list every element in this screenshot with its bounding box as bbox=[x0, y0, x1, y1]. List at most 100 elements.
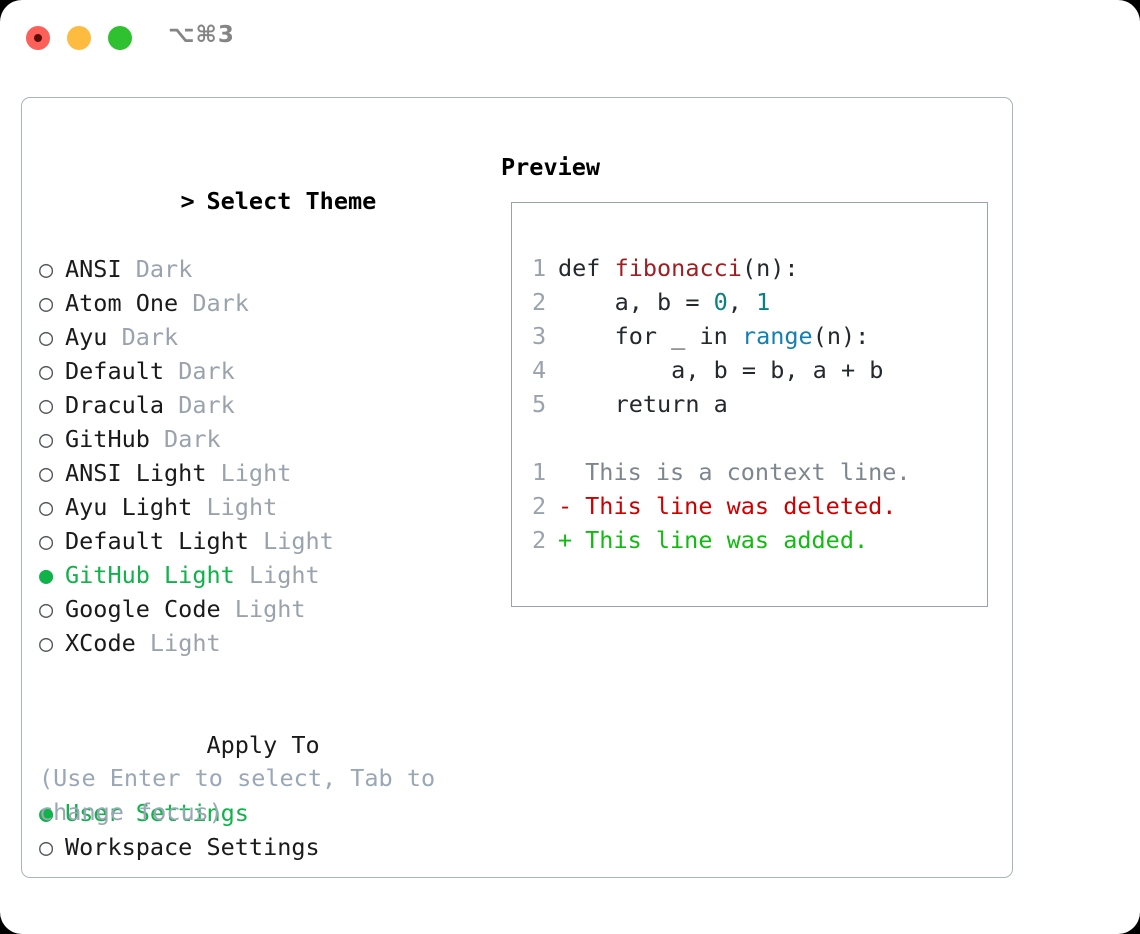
traffic-light-buttons bbox=[26, 26, 132, 50]
radio-unselected-icon[interactable]: ○ bbox=[39, 833, 54, 861]
apply-to-heading: Apply To bbox=[39, 694, 479, 796]
theme-list-item[interactable]: ○Atom One Dark bbox=[39, 286, 479, 320]
theme-name-label: Default Light bbox=[65, 527, 249, 555]
code-line-number: 1 bbox=[532, 254, 547, 282]
theme-list-item[interactable]: ○ANSI Light Light bbox=[39, 456, 479, 490]
theme-list-item[interactable]: ○ Default Light Light bbox=[39, 524, 479, 558]
radio-selected-icon[interactable]: ● bbox=[39, 799, 54, 827]
diff-line: 1 This is a context line. bbox=[532, 455, 911, 489]
diff-text: This line was deleted. bbox=[571, 492, 897, 520]
label-space bbox=[136, 629, 150, 657]
theme-variant-label: Light bbox=[263, 527, 334, 555]
theme-list-item[interactable]: ○ XCode Light bbox=[39, 626, 479, 660]
code-token-plain: a, b = b, a + b bbox=[558, 356, 884, 384]
theme-name-label: Default bbox=[65, 357, 165, 385]
keyboard-hint-text: (Use Enter to select, Tab to change focu… bbox=[39, 764, 436, 826]
theme-selector-column: >Select Theme ○ANSI Dark○Atom One Dark○A… bbox=[39, 150, 479, 864]
diff-preview: 1 This is a context line.2- This line wa… bbox=[532, 455, 911, 557]
apply-to-option[interactable]: ● User Settings bbox=[39, 796, 479, 830]
diff-sign: + bbox=[558, 526, 573, 554]
close-window-icon[interactable] bbox=[26, 26, 50, 50]
radio-unselected-icon[interactable]: ○ bbox=[39, 595, 54, 623]
radio-unselected-icon[interactable]: ○ bbox=[39, 527, 54, 555]
theme-variant-label: Dark bbox=[135, 255, 193, 283]
theme-list-item[interactable]: ● GitHub Light Light bbox=[39, 558, 479, 592]
label-space bbox=[249, 527, 263, 555]
code-token-num: 1 bbox=[756, 288, 771, 316]
code-line-number: 4 bbox=[532, 356, 547, 384]
code-token-plain: a, b = bbox=[558, 288, 714, 316]
theme-name-label: XCode bbox=[65, 629, 136, 657]
label-space bbox=[122, 255, 136, 283]
label-space bbox=[107, 323, 121, 351]
theme-name-label: GitHub bbox=[65, 425, 150, 453]
zoom-window-icon[interactable] bbox=[108, 26, 132, 50]
diff-line: 2+ This line was added. bbox=[532, 523, 911, 557]
theme-variant-label: Dark bbox=[164, 425, 221, 453]
radio-unselected-icon[interactable]: ○ bbox=[39, 425, 54, 453]
keyboard-shortcut-label: ⌥⌘3 bbox=[168, 22, 235, 48]
code-token-plain: (n): bbox=[812, 322, 870, 350]
code-line: 5 return a bbox=[532, 387, 883, 421]
select-theme-heading: >Select Theme bbox=[39, 150, 479, 252]
radio-unselected-icon[interactable]: ○ bbox=[39, 459, 54, 487]
theme-variant-label: Light bbox=[220, 459, 292, 487]
theme-list-item[interactable]: ○Google Code Light bbox=[39, 592, 479, 626]
diff-line: 2- This line was deleted. bbox=[532, 489, 911, 523]
label-space bbox=[206, 459, 220, 487]
diff-line-number: 1 bbox=[532, 458, 547, 486]
diff-sign bbox=[558, 455, 571, 489]
radio-unselected-icon[interactable]: ○ bbox=[39, 323, 54, 351]
diff-text: This is a context line. bbox=[571, 458, 911, 486]
code-line-number: 2 bbox=[532, 288, 547, 316]
apply-to-option[interactable]: ○ Workspace Settings bbox=[39, 830, 479, 864]
apply-to-marker-spacer bbox=[180, 728, 206, 762]
code-token-num: 0 bbox=[713, 288, 728, 316]
theme-variant-label: Light bbox=[234, 595, 306, 623]
theme-name-label: ANSI bbox=[65, 255, 122, 283]
theme-name-label: Atom One bbox=[65, 289, 179, 317]
theme-name-label: Ayu Light bbox=[65, 493, 193, 521]
preview-heading: Preview bbox=[501, 153, 601, 181]
radio-unselected-icon[interactable]: ○ bbox=[39, 391, 54, 419]
radio-unselected-icon[interactable]: ○ bbox=[39, 493, 54, 521]
theme-variant-label: Light bbox=[149, 629, 221, 657]
theme-list-item[interactable]: ○ Ayu Dark bbox=[39, 320, 479, 354]
theme-list-item[interactable]: ○Ayu Light Light bbox=[39, 490, 479, 524]
radio-unselected-icon[interactable]: ○ bbox=[39, 629, 54, 657]
apply-to-option-label: Workspace Settings bbox=[65, 833, 320, 861]
code-line-number: 3 bbox=[532, 322, 547, 350]
apply-to-title: Apply To bbox=[206, 731, 320, 759]
theme-list-item[interactable]: ○ ANSI Dark bbox=[39, 252, 479, 286]
code-token-plain: return a bbox=[558, 390, 728, 418]
code-token-plain: for _ in bbox=[558, 322, 742, 350]
code-token-kw: def bbox=[558, 254, 615, 282]
code-line: 2 a, b = 0, 1 bbox=[532, 285, 883, 319]
radio-unselected-icon[interactable]: ○ bbox=[39, 289, 54, 317]
theme-list-item[interactable]: ○ Default Dark bbox=[39, 354, 479, 388]
theme-name-label: Dracula bbox=[65, 391, 165, 419]
main-panel: >Select Theme ○ANSI Dark○Atom One Dark○A… bbox=[21, 97, 1013, 878]
label-space bbox=[164, 357, 178, 385]
diff-text: This line was added. bbox=[571, 526, 869, 554]
theme-variant-label: Dark bbox=[178, 391, 235, 419]
radio-unselected-icon[interactable]: ○ bbox=[39, 357, 54, 385]
theme-name-label: GitHub Light bbox=[65, 561, 235, 589]
theme-variant-label: Dark bbox=[178, 357, 235, 385]
code-token-built: range bbox=[741, 322, 813, 350]
apply-to-option-label: User Settings bbox=[65, 799, 249, 827]
radio-unselected-icon[interactable]: ○ bbox=[39, 255, 54, 283]
theme-list-item[interactable]: ○ Dracula Dark bbox=[39, 388, 479, 422]
theme-variant-label: Light bbox=[248, 561, 320, 589]
title-bar: ⌥⌘3 bbox=[0, 0, 1140, 78]
focus-caret-icon: > bbox=[180, 187, 195, 215]
theme-name-label: Ayu bbox=[65, 323, 108, 351]
theme-list-item[interactable]: ○ GitHub Dark bbox=[39, 422, 479, 456]
theme-variant-label: Dark bbox=[121, 323, 179, 351]
minimize-window-icon[interactable] bbox=[67, 26, 91, 50]
code-line-number: 5 bbox=[532, 390, 547, 418]
radio-selected-icon[interactable]: ● bbox=[39, 561, 54, 589]
